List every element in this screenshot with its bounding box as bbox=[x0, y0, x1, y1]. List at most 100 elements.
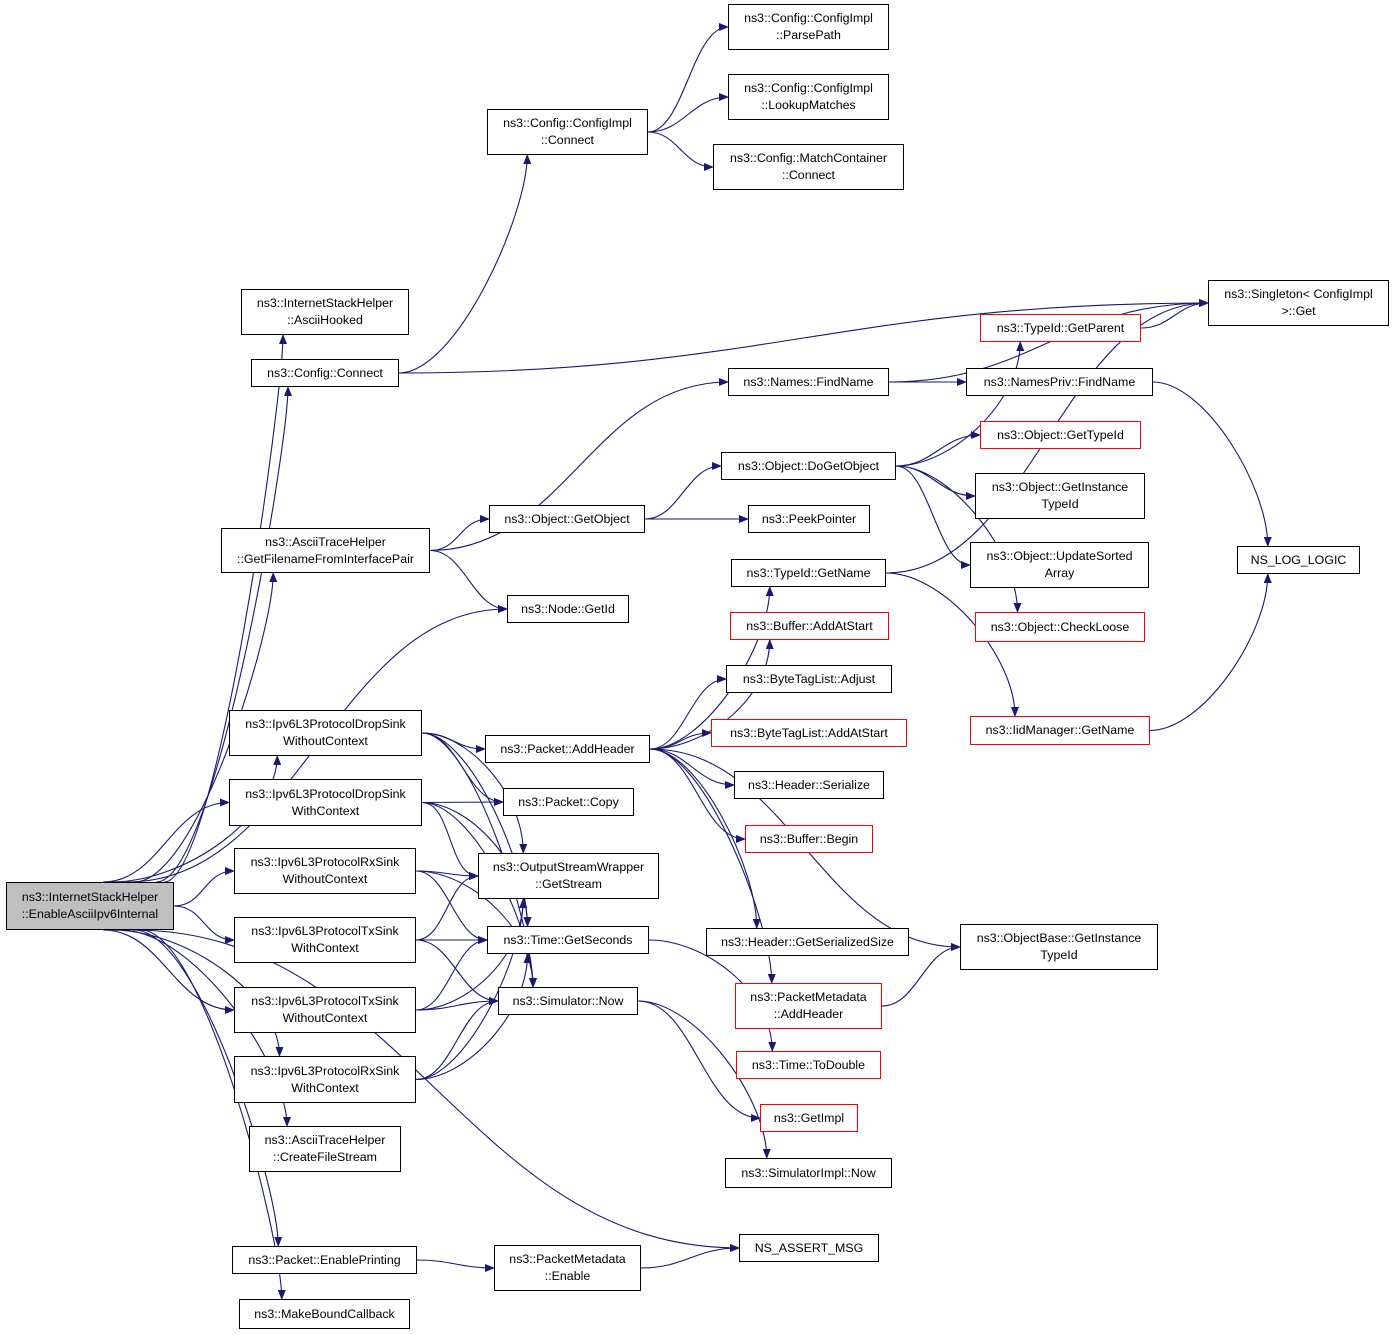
node-names-find[interactable]: ns3::Names::FindName bbox=[728, 368, 889, 396]
node-label: ns3::Buffer::Begin bbox=[759, 831, 859, 846]
node-singleton[interactable]: ns3::Singleton< ConfigImpl >::Get bbox=[1208, 280, 1389, 326]
edge-add-header-to-buf-add-start bbox=[649, 639, 774, 750]
node-node-get-id[interactable]: ns3::Node::GetId bbox=[507, 595, 629, 623]
node-check-loose[interactable]: ns3::Object::CheckLoose bbox=[975, 612, 1145, 642]
node-root[interactable]: ns3::InternetStackHelper::EnableAsciiIpv… bbox=[6, 882, 174, 930]
node-sim-impl-now[interactable]: ns3::SimulatorImpl::Now bbox=[725, 1158, 892, 1188]
node-label: ::AsciiHooked bbox=[287, 313, 363, 327]
node-label: WithoutContext bbox=[283, 734, 368, 748]
node-label: WithContext bbox=[291, 941, 359, 955]
node-make-bound[interactable]: ns3::MakeBoundCallback bbox=[239, 1299, 410, 1329]
edge-do-get-object-to-obj-type-id bbox=[895, 431, 981, 467]
edge-add-header-to-buf-begin bbox=[649, 748, 746, 843]
node-pm-add-header[interactable]: ns3::PacketMetadata::AddHeader bbox=[735, 983, 882, 1029]
node-create-file[interactable]: ns3::AsciiTraceHelper::CreateFileStream bbox=[249, 1126, 401, 1172]
node-pkt-copy[interactable]: ns3::Packet::Copy bbox=[503, 788, 634, 816]
node-to-double[interactable]: ns3::Time::ToDouble bbox=[736, 1051, 881, 1079]
node-label: ns3::IidManager::GetName bbox=[985, 723, 1135, 737]
edge-impl-connect-to-lookup bbox=[647, 93, 729, 133]
node-buf-add-start[interactable]: ns3::Buffer::AddAtStart bbox=[730, 612, 889, 640]
node-label: ::GetStream bbox=[535, 877, 602, 891]
node-btl-adjust[interactable]: ns3::ByteTagList::Adjust bbox=[726, 665, 892, 693]
node-get-impl[interactable]: ns3::GetImpl bbox=[760, 1104, 858, 1132]
node-label: ::CreateFileStream bbox=[273, 1150, 377, 1164]
node-label: ns3::Config::MatchContainer bbox=[729, 151, 888, 165]
node-hdr-serialize[interactable]: ns3::Header::Serialize bbox=[734, 771, 884, 799]
node-label: WithContext bbox=[291, 803, 360, 818]
node-label: ns3::Ipv6L3ProtocolRxSink bbox=[250, 1063, 400, 1078]
node-label: ns3::ObjectBase::GetInstance bbox=[976, 931, 1142, 945]
node-iid-name[interactable]: ns3::IidManager::GetName bbox=[970, 716, 1150, 745]
edge-cfg-connect-to-impl-connect bbox=[398, 154, 532, 374]
node-label: ns3::Config::Connect bbox=[267, 365, 383, 380]
node-add-header[interactable]: ns3::Packet::AddHeader bbox=[485, 735, 650, 763]
node-label: ns3::MakeBoundCallback bbox=[254, 1306, 395, 1321]
edge-pm-enable-to-ns-assert-msg bbox=[640, 1244, 740, 1269]
node-label: Array bbox=[1044, 566, 1075, 580]
edge-tx-no-ctx-to-get-stream bbox=[415, 898, 528, 1011]
node-label: NS_LOG_LOGIC bbox=[1250, 552, 1347, 567]
node-match-connect[interactable]: ns3::Config::MatchContainer::Connect bbox=[713, 144, 904, 190]
node-label: ns3::Header::GetSerializedSize bbox=[721, 934, 894, 949]
edge-get-filename-to-names-find bbox=[429, 378, 729, 552]
node-type-parent[interactable]: ns3::TypeId::GetParent bbox=[980, 314, 1141, 342]
node-type-name[interactable]: ns3::TypeId::GetName bbox=[731, 559, 886, 587]
node-impl-connect[interactable]: ns3::Config::ConfigImpl::Connect bbox=[487, 109, 648, 155]
node-buf-begin[interactable]: ns3::Buffer::Begin bbox=[745, 825, 873, 853]
node-get-stream[interactable]: ns3::OutputStreamWrapper::GetStream bbox=[478, 853, 659, 899]
node-btl-add-start[interactable]: ns3::ByteTagList::AddAtStart bbox=[711, 719, 907, 747]
edge-sim-now-to-get-impl bbox=[637, 1000, 761, 1122]
edge-get-filename-to-node-get-id bbox=[429, 549, 508, 613]
node-sim-now[interactable]: ns3::Simulator::Now bbox=[498, 987, 638, 1015]
edge-drop-ctx-to-pkt-copy bbox=[421, 798, 504, 807]
node-label: ns3::Time::GetSeconds bbox=[503, 932, 633, 947]
node-label: ns3::GetImpl bbox=[773, 1110, 845, 1125]
node-obj-type-id[interactable]: ns3::Object::GetTypeId bbox=[980, 421, 1141, 449]
edge-get-filename-to-get-object bbox=[429, 515, 490, 552]
edge-type-name-to-iid-name bbox=[885, 572, 1019, 717]
node-get-object[interactable]: ns3::Object::GetObject bbox=[489, 505, 645, 533]
node-label: ns3::AsciiTraceHelper bbox=[264, 1133, 386, 1147]
node-label: ns3::Config::ConfigImpl bbox=[744, 11, 873, 25]
node-label: ns3::Ipv6L3ProtocolDropSink bbox=[245, 717, 406, 731]
node-label: WithoutContext bbox=[282, 1011, 368, 1025]
node-label: ::EnableAsciiIpv6Internal bbox=[21, 907, 159, 921]
node-enable-printing[interactable]: ns3::Packet::EnablePrinting bbox=[232, 1246, 417, 1274]
node-lookup[interactable]: ns3::Config::ConfigImpl::LookupMatches bbox=[728, 74, 889, 120]
node-label: >::Get bbox=[1281, 304, 1316, 318]
node-get-filename[interactable]: ns3::AsciiTraceHelper::GetFilenameFromIn… bbox=[221, 528, 430, 573]
edge-tx-no-ctx-to-get-seconds bbox=[415, 936, 488, 1011]
edge-get-seconds-to-to-double bbox=[648, 939, 777, 1052]
node-peek[interactable]: ns3::PeekPointer bbox=[748, 505, 870, 533]
edge-rx-ctx-to-sim-now bbox=[415, 997, 499, 1081]
node-pm-enable[interactable]: ns3::PacketMetadata::Enable bbox=[494, 1245, 641, 1291]
edge-root-to-ns-assert-msg bbox=[132, 929, 740, 1252]
node-do-get-object[interactable]: ns3::Object::DoGetObject bbox=[721, 452, 896, 480]
edge-do-get-object-to-type-parent bbox=[895, 341, 1025, 467]
node-get-seconds[interactable]: ns3::Time::GetSeconds bbox=[487, 926, 649, 954]
node-cfg-connect[interactable]: ns3::Config::Connect bbox=[251, 359, 399, 387]
node-label: ns3::ByteTagList::AddAtStart bbox=[730, 725, 888, 740]
node-label: ns3::Ipv6L3ProtocolTxSink bbox=[251, 924, 399, 938]
node-label: ns3::Names::FindName bbox=[743, 374, 874, 389]
node-ns-log-logic[interactable]: NS_LOG_LOGIC bbox=[1237, 546, 1360, 574]
edge-root-to-tx-no-ctx bbox=[102, 929, 235, 1014]
node-parse-path[interactable]: ns3::Config::ConfigImpl::ParsePath bbox=[728, 4, 889, 50]
edge-rx-ctx-to-get-seconds bbox=[415, 953, 532, 1081]
edge-get-object-to-do-get-object bbox=[644, 462, 722, 520]
node-label: ns3::Object::GetObject bbox=[504, 511, 630, 526]
node-priv-find[interactable]: ns3::NamesPriv::FindName bbox=[966, 368, 1153, 396]
node-ser-size[interactable]: ns3::Header::GetSerializedSize bbox=[706, 928, 909, 956]
node-ns-assert-msg[interactable]: NS_ASSERT_MSG bbox=[739, 1234, 879, 1262]
node-ascii-hooked[interactable]: ns3::InternetStackHelper::AsciiHooked bbox=[241, 289, 409, 335]
node-label: ns3::PacketMetadata bbox=[750, 990, 867, 1004]
